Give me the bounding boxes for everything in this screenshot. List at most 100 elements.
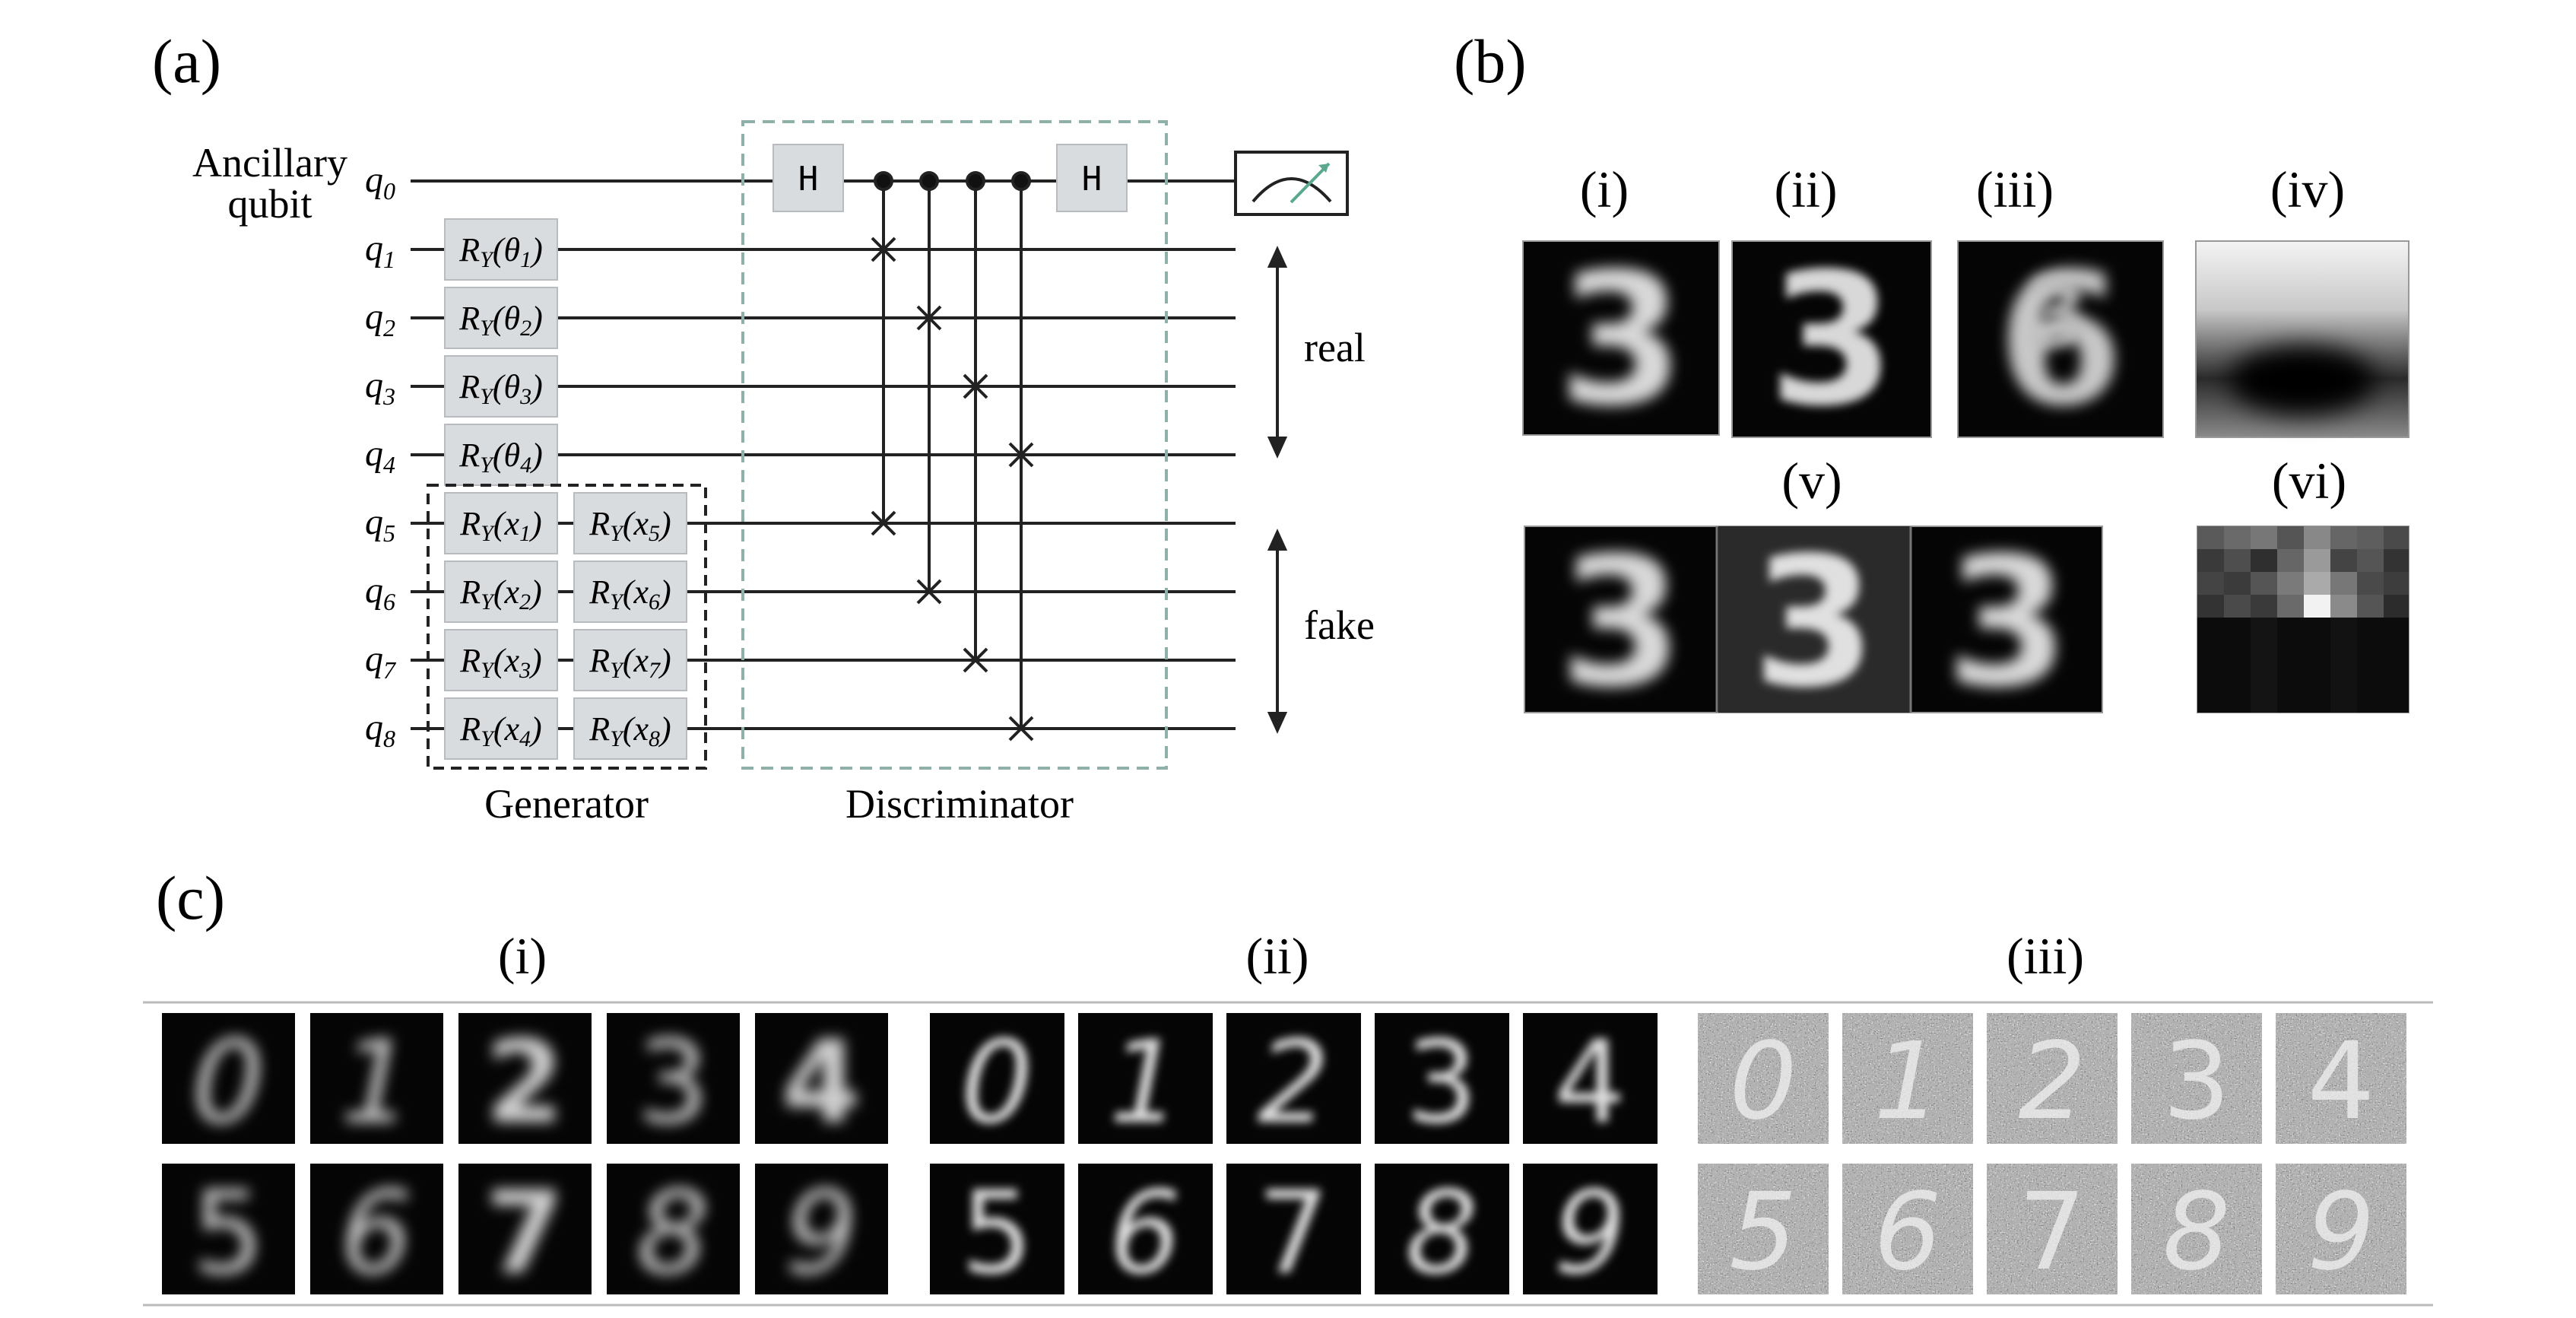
svg-text:9: 9 xyxy=(1553,1167,1626,1300)
svg-text:7: 7 xyxy=(485,1167,564,1300)
wire-label-q4: q4 xyxy=(365,434,395,478)
panel-b-image-iii: 6 3 xyxy=(1957,233,2164,446)
panel-b-image-iv xyxy=(2195,240,2409,438)
panel-b-image-i: 3 xyxy=(1522,233,1720,446)
wire-label-q0: q0 xyxy=(365,160,395,205)
ciii-digit-9: 9 xyxy=(2276,1164,2406,1294)
svg-text:8: 8 xyxy=(636,1167,709,1300)
cii-digit-9: 9 xyxy=(1523,1164,1658,1300)
ci-digit-5: 5 xyxy=(162,1164,295,1300)
svg-text:3: 3 xyxy=(1945,519,2070,727)
ci-digit-4: 4 xyxy=(755,1013,888,1149)
panel-b-sub-ii: (ii) xyxy=(1774,160,1837,218)
cii-digit-6: 6 xyxy=(1078,1164,1213,1300)
cii-digit-2: 2 xyxy=(1226,1013,1361,1149)
measurement-meter-icon xyxy=(1234,151,1349,216)
generator-label: Generator xyxy=(484,781,649,827)
gate-ry-x7: RY(x7) xyxy=(573,629,687,691)
panel-c-sub-iii: (iii) xyxy=(2007,927,2084,985)
svg-text:8: 8 xyxy=(2162,1170,2230,1294)
panel-b-sub-v: (v) xyxy=(1781,452,1842,510)
generator-box xyxy=(427,484,707,770)
discriminator-box xyxy=(741,120,1168,770)
svg-text:1: 1 xyxy=(1873,1020,1941,1144)
ciii-digit-2: 2 xyxy=(1987,1013,2118,1144)
gate-ry-x8: RY(x8) xyxy=(573,697,687,760)
cii-digit-4: 4 xyxy=(1523,1013,1658,1149)
gate-ry-theta1: RY(θ1) xyxy=(444,218,558,281)
svg-text:H: H xyxy=(798,160,819,198)
svg-text:9: 9 xyxy=(785,1167,857,1300)
svg-text:4: 4 xyxy=(2307,1020,2375,1144)
gate-ry-x2: RY(x2) xyxy=(444,561,558,623)
svg-text:0: 0 xyxy=(1729,1020,1797,1144)
cii-digit-7: 7 xyxy=(1226,1164,1361,1300)
ciii-digit-8: 8 xyxy=(2131,1164,2262,1294)
panel-b-sub-iii: (iii) xyxy=(1976,160,2054,218)
svg-text:RY(θ4): RY(θ4) xyxy=(458,437,543,478)
panel-a-label: (a) xyxy=(152,27,221,96)
svg-text:2: 2 xyxy=(2018,1020,2086,1144)
panel-b-label: (b) xyxy=(1454,27,1527,96)
controlled-swaps xyxy=(871,171,1034,742)
svg-text:5: 5 xyxy=(960,1167,1033,1300)
svg-text:3: 3 xyxy=(636,1017,709,1149)
svg-text:8: 8 xyxy=(1405,1167,1477,1300)
svg-text:6: 6 xyxy=(1997,233,2124,446)
svg-text:RY(θ3): RY(θ3) xyxy=(458,368,543,409)
ci-digit-3: 3 xyxy=(607,1013,740,1149)
fake-label: fake xyxy=(1304,602,1375,648)
ciii-digit-3: 3 xyxy=(2131,1013,2262,1144)
wire-label-q1: q1 xyxy=(365,228,395,273)
ciii-digit-1: 1 xyxy=(1842,1013,1973,1144)
svg-text:H: H xyxy=(1082,160,1102,198)
svg-text:6: 6 xyxy=(1873,1170,1941,1294)
panel-b-image-ii: 3 xyxy=(1731,233,1932,446)
svg-text:5: 5 xyxy=(192,1167,264,1300)
cswap-2 xyxy=(916,171,942,605)
ci-digit-2: 2 xyxy=(458,1013,592,1149)
real-arrow xyxy=(1267,246,1288,459)
svg-text:RY(x2): RY(x2) xyxy=(459,573,541,615)
fake-arrow xyxy=(1267,529,1288,734)
ci-digit-8: 8 xyxy=(607,1164,740,1300)
ci-digit-6: 6 xyxy=(310,1164,443,1300)
gate-ry-x3: RY(x3) xyxy=(444,629,558,691)
panel-b-image-vi xyxy=(2197,526,2409,713)
ciii-digit-5: 5 xyxy=(1698,1164,1829,1294)
ciii-digit-0: 0 xyxy=(1698,1013,1829,1144)
cswap-3 xyxy=(963,171,988,673)
svg-text:RY(x7): RY(x7) xyxy=(588,642,671,683)
gate-ry-x4: RY(x4) xyxy=(444,697,558,760)
cii-digit-0: 0 xyxy=(930,1013,1064,1149)
wire-labels: q0 q1 q2 q3 q4 q5 q6 q7 q8 xyxy=(365,160,397,752)
hadamard-gate-1: H xyxy=(772,144,844,212)
panel-c-label: (c) xyxy=(156,863,225,932)
hadamard-gate-2: H xyxy=(1056,144,1128,212)
svg-text:7: 7 xyxy=(1257,1167,1329,1300)
svg-text:3: 3 xyxy=(2162,1020,2230,1144)
svg-text:2: 2 xyxy=(485,1017,564,1149)
panel-b-sub-i: (i) xyxy=(1580,160,1629,218)
generator-gates: RY(θ1) RY(θ2) RY(θ3) RY(θ4) RY(x1) RY(x2… xyxy=(444,218,687,760)
panel-b-sub-iv: (iv) xyxy=(2270,160,2345,218)
gate-ry-theta3: RY(θ3) xyxy=(444,355,558,418)
svg-text:3: 3 xyxy=(2025,262,2089,368)
cii-digit-8: 8 xyxy=(1375,1164,1509,1300)
ci-digit-9: 9 xyxy=(755,1164,888,1300)
panel-c-grid-i: 0 1 2 3 4 5 6 7 8 9 xyxy=(162,1013,888,1300)
svg-text:5: 5 xyxy=(1729,1170,1797,1294)
ciii-digit-7: 7 xyxy=(1987,1164,2118,1294)
gate-ry-x5: RY(x5) xyxy=(573,492,687,554)
svg-text:RY(x5): RY(x5) xyxy=(588,505,671,546)
cswap-4 xyxy=(1008,171,1034,742)
svg-text:3: 3 xyxy=(1405,1017,1477,1149)
svg-text:0: 0 xyxy=(960,1017,1033,1149)
panel-b-image-v: 3 3 3 xyxy=(1524,519,2103,727)
gate-ry-x1: RY(x1) xyxy=(444,492,558,554)
ancilla-label-2: qubit xyxy=(227,181,312,227)
svg-text:2: 2 xyxy=(1257,1017,1329,1149)
ciii-digit-6: 6 xyxy=(1842,1164,1973,1294)
svg-text:7: 7 xyxy=(2018,1170,2086,1294)
